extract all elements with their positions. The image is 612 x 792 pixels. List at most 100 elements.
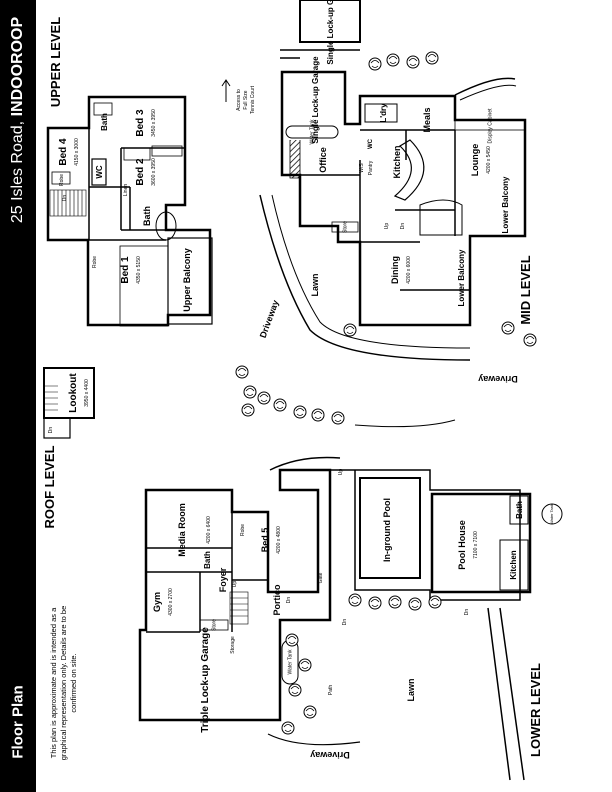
bed4-dim: 4150 x 3000 <box>74 138 80 166</box>
driveway-c-label: Driveway <box>310 750 350 760</box>
portico-dn: Dn <box>286 597 292 604</box>
bed5-label: Bed 5 <box>260 528 270 553</box>
meals-label: Meals <box>422 107 432 132</box>
lower-store-label: Store <box>211 619 217 631</box>
pantry-label: Pantry <box>368 160 374 175</box>
bed2-label: Bed 2 <box>135 158 146 186</box>
mid-store-label: Store <box>342 221 348 233</box>
pool-bath-label: Bath <box>515 501 524 519</box>
pool-deck <box>330 469 521 601</box>
access-label-3: Tennis Court <box>250 85 256 114</box>
disclaimer-line-2: graphical representation only. Details a… <box>59 606 68 761</box>
mid-level-label: MID LEVEL <box>518 255 533 324</box>
lower-stair <box>229 591 249 625</box>
foyer-label: Foyer <box>218 567 228 592</box>
storage-label: Storage <box>230 636 236 654</box>
kitchen-label: Kitchen <box>392 145 402 178</box>
mid-bath-label: Bath <box>142 206 152 226</box>
bed3-dim: 3450 x 3950 <box>151 109 157 137</box>
gym-label: Gym <box>152 592 162 612</box>
bed1-label: Bed 1 <box>120 256 131 284</box>
laundry-label: L'dry <box>379 103 388 123</box>
mid-trees <box>235 321 537 425</box>
upper-level-plan: UPPER LEVEL Bath Bed 3 3450 x 3950 Bed 4… <box>46 17 213 327</box>
upper-bath-label: Bath <box>100 113 109 131</box>
lower-water-tank: Water Tank <box>287 649 293 675</box>
side-dn-label: Dn <box>464 609 470 616</box>
lounge-dim: 4200 x 5450 <box>486 146 492 174</box>
property-address: 25 Isles Road, <box>9 120 26 224</box>
top-shrubs <box>368 51 439 71</box>
roof-lookout-plan: Lookout 3950 x 4400 Dn ROOF LEVEL <box>42 367 95 529</box>
lookout-label: Lookout <box>68 373 79 413</box>
title-sidebar: 25 Isles Road, INDOOROOP Floor Plan <box>0 0 36 792</box>
gym-dim: 4300 x 2700 <box>168 588 174 616</box>
mid-level-walls <box>280 70 527 327</box>
upper-level-label: UPPER LEVEL <box>48 17 63 107</box>
pool-house-walls <box>430 492 532 594</box>
mid-lawn-label: Lawn <box>310 273 320 296</box>
lounge-label: Lounge <box>470 144 480 177</box>
pool-house-label: Pool House <box>457 520 467 570</box>
mid-garage-label: Single Lock-up Garage <box>311 56 320 144</box>
dining-label: Dining <box>390 256 400 284</box>
office-label: Office <box>318 147 328 173</box>
disclaimer-line-3: confirmed on site. <box>69 653 78 712</box>
linen-label: Linen <box>123 184 129 196</box>
mid-stair-up: Up <box>384 223 390 230</box>
lower-level-label: LOWER LEVEL <box>528 663 543 757</box>
section-title: Floor Plan <box>9 685 27 759</box>
upper-balcony-label: Upper Balcony <box>182 248 192 312</box>
top-garage-box <box>299 0 361 43</box>
pool <box>359 477 421 579</box>
bed4-label: Bed 4 <box>58 138 69 166</box>
upper-wc-label: WC <box>95 165 104 179</box>
floor-plan-drawing: UPPER LEVEL Bath Bed 3 3450 x 3950 Bed 4… <box>42 0 563 781</box>
lookout-dim: 3950 x 4400 <box>84 379 90 407</box>
lookout-dn: Dn <box>48 427 54 434</box>
access-label-2: Full Size <box>243 90 249 109</box>
bed1-dim: 4350 x 5150 <box>136 256 142 284</box>
pool-label: In-ground Pool <box>382 498 392 562</box>
bed4-robe-label: Robe <box>59 174 65 186</box>
lower-balcony-b-label: Lower Balcony <box>457 249 466 306</box>
disclaimer-line-1: This plan is approximate and is intended… <box>49 607 58 758</box>
lower-shrubs <box>281 593 442 735</box>
kitchen-bench <box>393 139 425 201</box>
lower-bath-label: Bath <box>203 551 212 569</box>
pool-kitchen-label: Kitchen <box>509 550 518 579</box>
bed3-label: Bed 3 <box>135 109 146 137</box>
lower-level-plan: Media Room 4200 x 6400 Bed 5 4200 x 4800… <box>138 456 563 781</box>
access-label-1: Access to <box>236 89 242 111</box>
brand-name: INDOOROOP <box>9 16 26 117</box>
lower-balcony-a-label: Lower Balcony <box>501 176 510 233</box>
mid-stair <box>419 199 463 236</box>
mid-water-tank: Water Tank <box>309 119 315 145</box>
lower-driveway-curve <box>269 456 341 471</box>
display-cabinet-label: Display Cabinet <box>487 108 493 144</box>
ws-label: W/S <box>359 163 365 173</box>
upper-stair-dn: Dn <box>62 195 68 202</box>
lower-level-walls <box>138 468 332 722</box>
access-arrow <box>221 79 231 102</box>
gate-label: Gate <box>318 572 324 583</box>
mid-level-plan: Single Lock-up Garage Access to Full Siz… <box>221 0 537 428</box>
bed4-robe <box>51 171 71 185</box>
mid-driveway-curve <box>259 194 471 361</box>
path-label: Path <box>328 685 334 696</box>
roof-level-label: ROOF LEVEL <box>42 445 57 528</box>
lower-lawn-label: Lawn <box>406 678 416 701</box>
dining-dim: 4200 x 6000 <box>406 256 412 284</box>
bed1-robe-label: Robe <box>92 256 98 268</box>
media-room-label: Media Room <box>177 503 187 557</box>
lower-stair-up: Up <box>232 581 238 588</box>
top-garage-label: Single Lock-up Garage <box>326 0 335 65</box>
lawn-dn-label: Dn <box>342 619 348 626</box>
driveway-b-label: Driveway <box>478 374 518 384</box>
portico-label: Portico <box>272 584 282 616</box>
pool-water-tank: Water Tank <box>549 504 554 524</box>
mid-wc-label: WC <box>368 138 374 149</box>
bed5-robe-label: Robe <box>240 524 246 536</box>
property-title: 25 Isles Road, INDOOROOP <box>9 17 27 223</box>
